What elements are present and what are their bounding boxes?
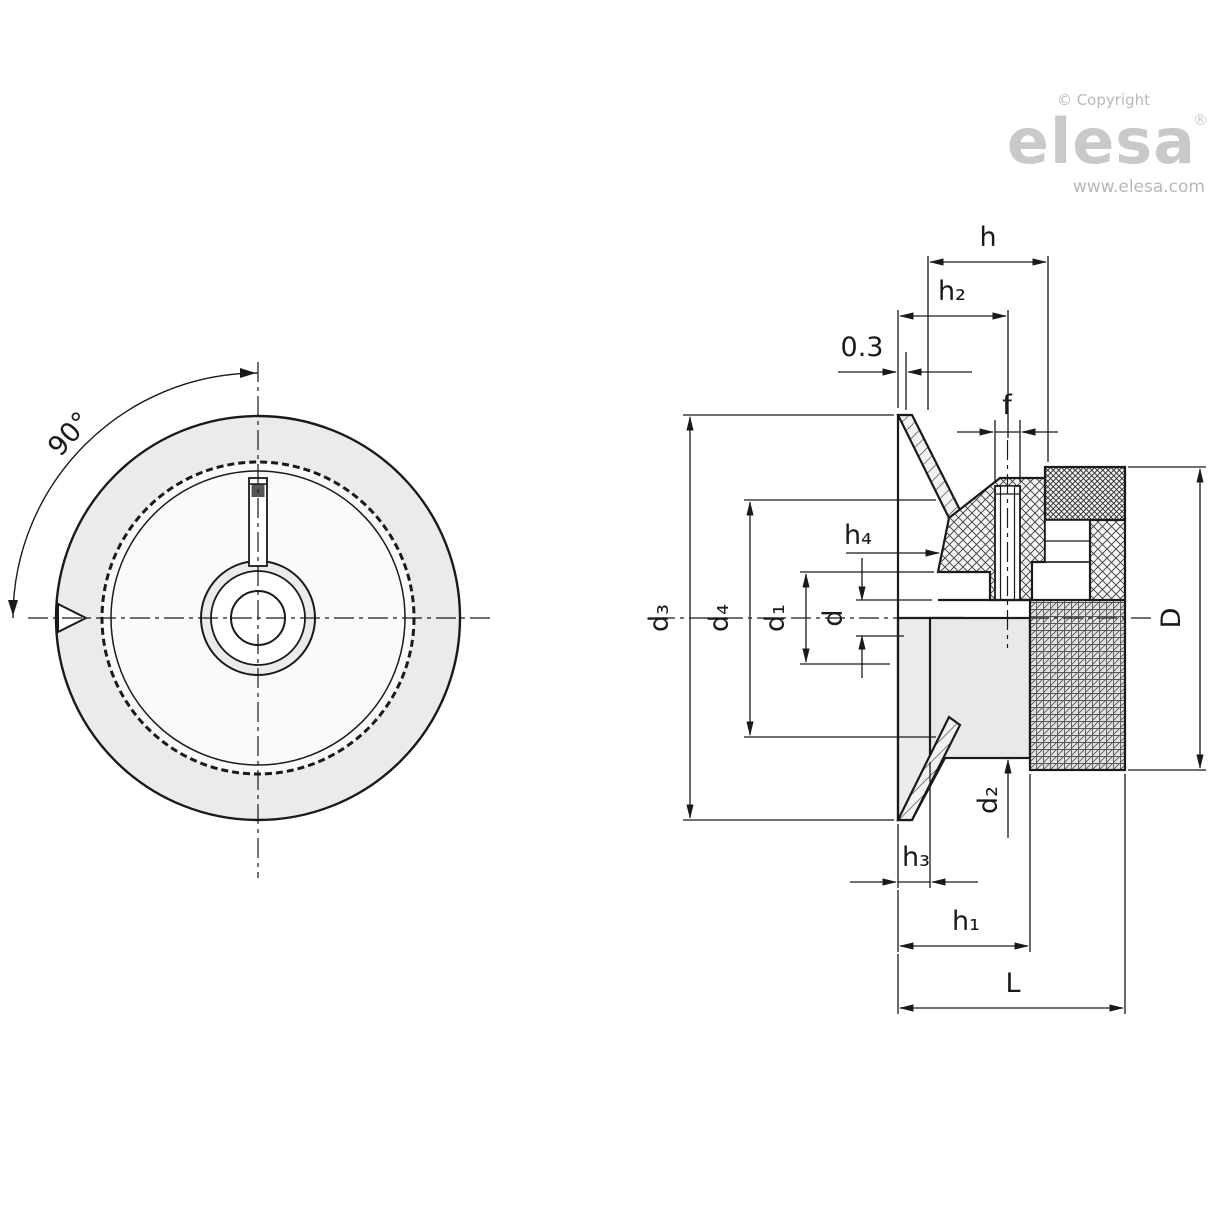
d-label: d — [818, 609, 849, 626]
gap-label: 0.3 — [841, 332, 884, 363]
branding: © Copyright elesa ® www.elesa.com — [1007, 91, 1208, 197]
d4-label: d₄ — [704, 604, 735, 632]
dimensions: d₃ d₄ d₁ d D h h₂ 0. — [644, 222, 1206, 1014]
L-label: L — [1005, 968, 1020, 999]
angle-label: 90° — [42, 406, 97, 462]
centerlines — [28, 362, 1152, 878]
front-angle-arc — [12, 372, 259, 619]
copyright-text: © Copyright — [1057, 91, 1150, 109]
h3-label: h₃ — [902, 842, 930, 873]
knurl-right-wall-section — [1088, 518, 1127, 602]
f-label: f — [1002, 390, 1013, 421]
h-label: h — [979, 222, 996, 253]
side-view — [896, 413, 1127, 822]
d3-label: d₃ — [644, 604, 675, 632]
skirt-section-bottom — [896, 715, 962, 822]
skirt-section-top — [896, 413, 962, 520]
knurl-section-block — [1043, 465, 1127, 522]
d2-label: d₂ — [973, 786, 1004, 814]
angle-arc-arrow-top — [240, 368, 256, 378]
D-label: D — [1156, 608, 1187, 629]
angle-arc-arrow-left — [8, 600, 18, 616]
front-view: 90° — [8, 368, 462, 822]
d1-label: d₁ — [760, 604, 791, 632]
elesa-logo: elesa — [1007, 105, 1196, 178]
website-text: www.elesa.com — [1073, 177, 1205, 197]
registered-mark-icon: ® — [1193, 111, 1208, 129]
h4-label: h₄ — [844, 520, 872, 551]
h2-label: h₂ — [938, 276, 966, 307]
knurled-cylinder — [1028, 598, 1127, 772]
h1-label: h₁ — [952, 906, 980, 937]
